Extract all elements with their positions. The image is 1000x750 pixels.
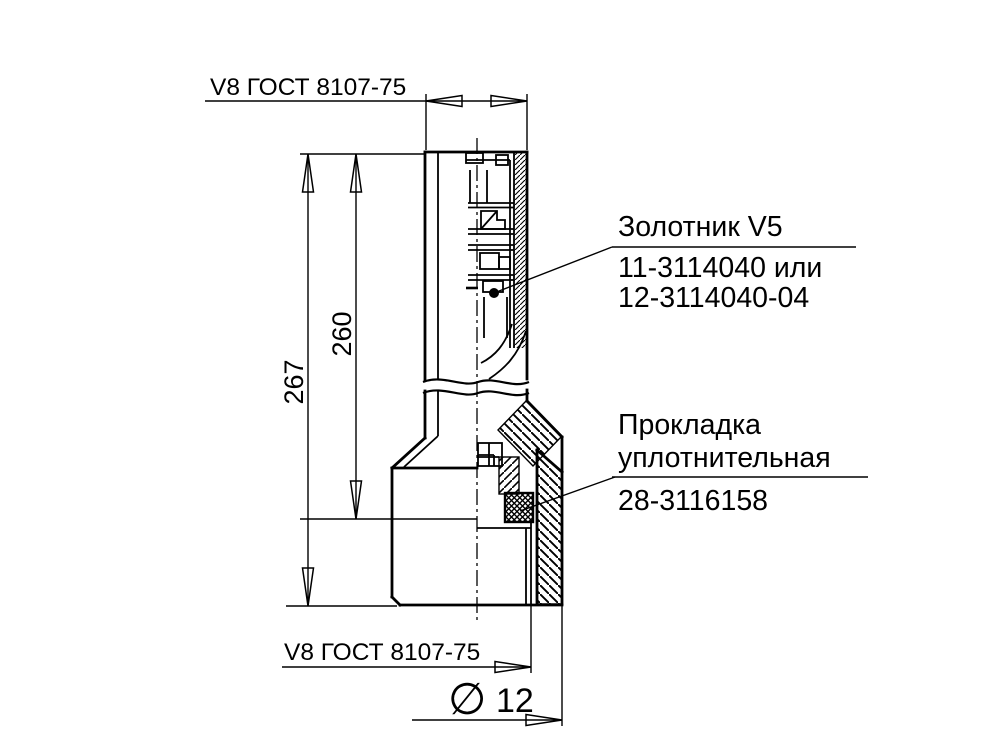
break-line-lower xyxy=(422,389,530,397)
callout-gasket-title1: Прокладка xyxy=(618,409,761,441)
callout-core-part2: 12-3114040-04 xyxy=(618,282,809,314)
dim-267-value: 267 xyxy=(279,359,309,404)
hatch-upper-tube-wall xyxy=(514,153,527,348)
callout-core-part1: 11-3114040 или xyxy=(618,252,822,284)
callout-core-title: Золотник V5 xyxy=(618,211,783,243)
thread-bottom-label: V8 ГОСТ 8107-75 xyxy=(284,639,480,666)
leader-gasket xyxy=(519,476,616,512)
valve-body-outline xyxy=(390,150,564,607)
annotations: V8 ГОСТ 8107-75 267 260 Золотник V5 11-3… xyxy=(210,74,831,725)
valve-core-parts xyxy=(465,152,514,467)
thread-top-label: V8 ГОСТ 8107-75 xyxy=(210,74,406,101)
valve-inner-lines xyxy=(403,152,532,604)
dimension-lines xyxy=(205,94,868,726)
diameter-value: 12 xyxy=(496,682,534,720)
leader-valve-core xyxy=(493,246,613,294)
hatch-flare-band xyxy=(497,398,563,468)
section-hatching xyxy=(497,153,563,605)
break-line-upper xyxy=(422,378,530,386)
callout-gasket-title2: уплотнительная xyxy=(618,442,831,474)
hatch-bracket xyxy=(536,448,563,605)
dim-260-value: 260 xyxy=(327,311,357,356)
callout-gasket-part: 28-3116158 xyxy=(618,485,768,517)
diameter-symbol: ∅ xyxy=(448,674,486,725)
